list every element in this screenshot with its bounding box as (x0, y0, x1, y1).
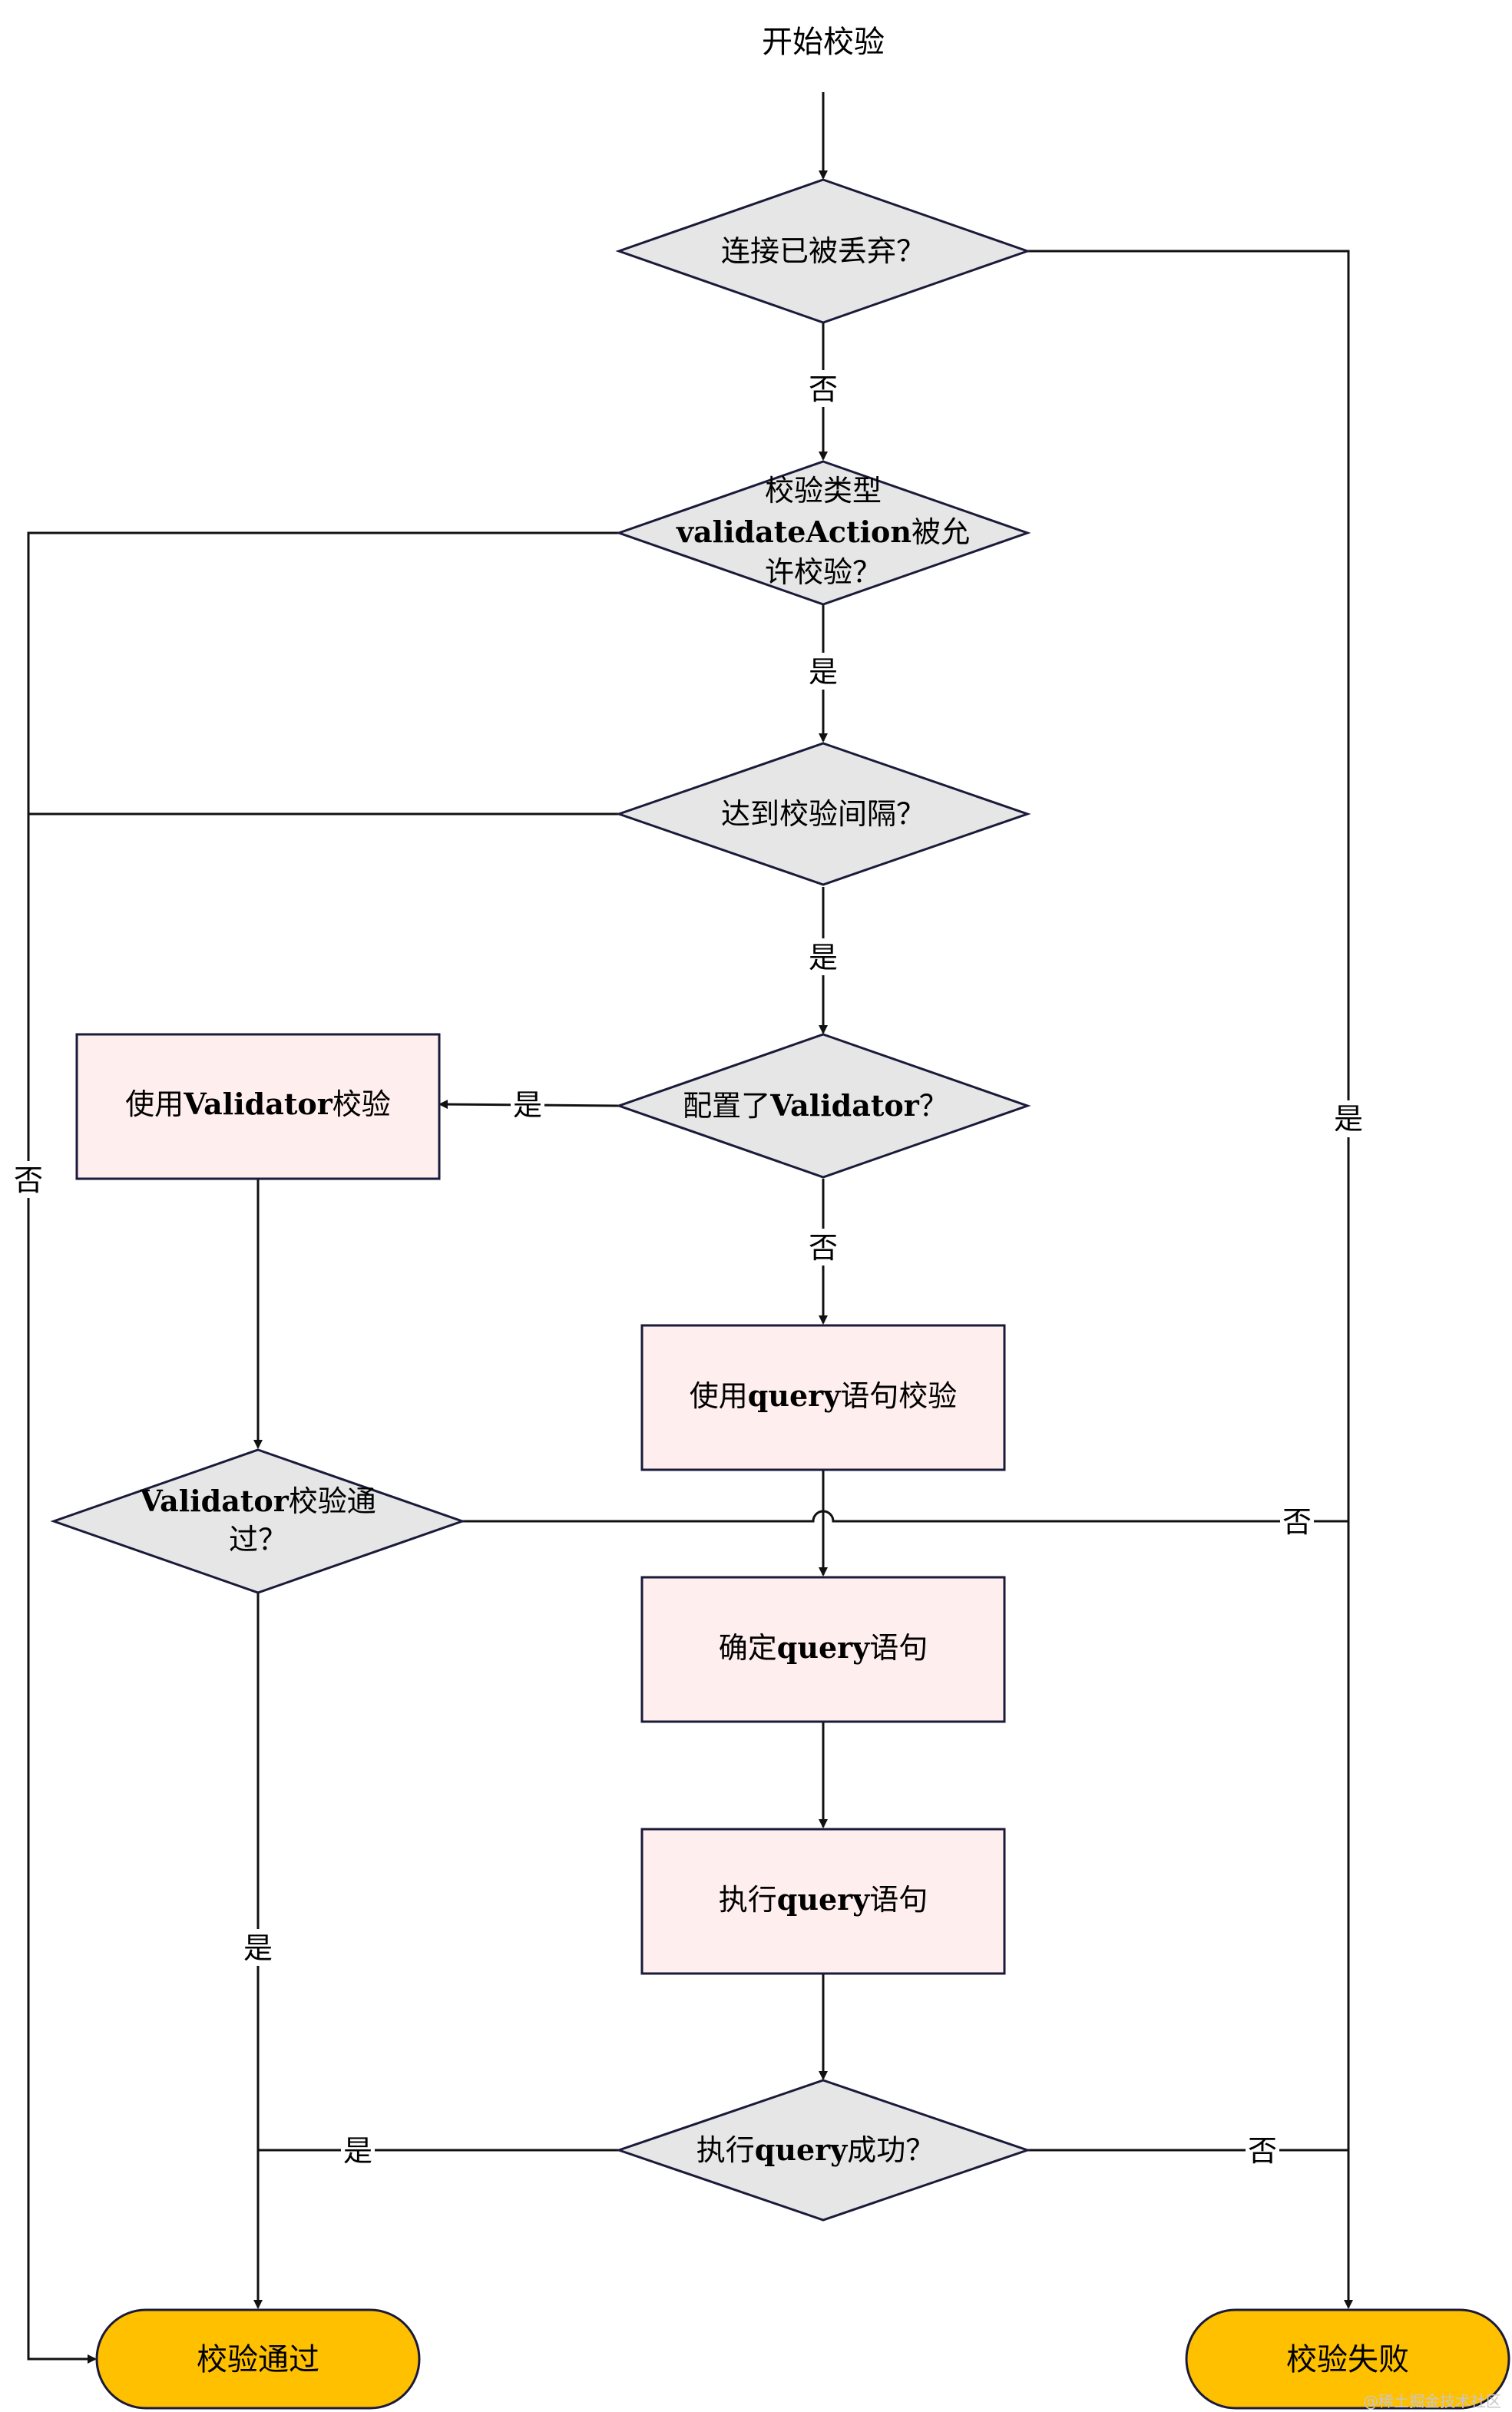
decision-validator-pass-line2: 过？ (229, 1523, 287, 1557)
process-use-query-text: 使用query语句校验 (690, 1378, 958, 1413)
use-validator-pre: 使用 (125, 1087, 184, 1121)
label-interval-yes: 是 (809, 941, 838, 974)
process-determine-query-text: 确定query语句 (719, 1630, 928, 1665)
label-hasvalidator-no: 否 (809, 1231, 838, 1265)
label-success-yes: 是 (343, 2134, 372, 2168)
validator-pass-keyword: Validator (139, 1484, 289, 1518)
edge-discarded-fail (1027, 250, 1353, 2309)
use-query-keyword: query (748, 1378, 841, 1413)
has-validator-post: ？ (919, 1089, 948, 1123)
edge-validatorpass-no (462, 1510, 1348, 1523)
decision-discarded: 连接已被丢弃？ (615, 178, 1031, 324)
decision-has-validator: 配置了Validator？ (615, 1033, 1031, 1179)
determine-query-post: 语句 (869, 1631, 928, 1665)
decision-query-success-text: 执行query成功？ (696, 2132, 935, 2167)
label-hasvalidator-yes: 是 (513, 1088, 542, 1122)
determine-query-keyword: query (777, 1630, 870, 1665)
process-use-query: 使用query语句校验 (640, 1324, 1006, 1471)
label-discarded-no: 否 (809, 372, 838, 406)
decision-has-validator-text: 配置了Validator？ (683, 1088, 948, 1123)
terminal-fail-text: 校验失败 (1286, 2342, 1409, 2377)
validate-action-rest: 被允 (912, 515, 970, 549)
determine-query-pre: 确定 (719, 1631, 777, 1665)
watermark: @稀土掘金技术社区 (1363, 2392, 1501, 2410)
process-execute-query-text: 执行query语句 (719, 1882, 928, 1917)
decision-validate-action-line3: 许校验？ (765, 555, 882, 589)
label-action-no: 否 (14, 1163, 43, 1197)
process-use-validator-text: 使用Validator校验 (125, 1087, 391, 1121)
decision-validator-pass: Validator校验通 过？ (50, 1448, 466, 1594)
execute-query-keyword: query (777, 1882, 870, 1917)
label-success-no: 否 (1248, 2134, 1277, 2168)
execute-query-post: 语句 (869, 1883, 928, 1917)
decision-validate-action: 校验类型 validateAction被允 许校验？ (615, 460, 1031, 606)
connectors (27, 92, 1353, 2364)
decision-validate-action-line1: 校验类型 (765, 474, 882, 508)
validator-pass-rest: 校验通 (289, 1484, 376, 1518)
decision-interval: 达到校验间隔？ (615, 742, 1031, 886)
validate-action-keyword: validateAction (676, 514, 912, 549)
decision-discarded-text: 连接已被丢弃？ (721, 234, 925, 268)
process-determine-query: 确定query语句 (640, 1576, 1006, 1723)
decision-validate-action-line2: validateAction被允 (676, 514, 970, 549)
label-validatorpass-yes: 是 (243, 1931, 273, 1965)
terminal-fail: 校验失败 (1185, 2308, 1510, 2410)
decision-interval-text: 达到校验间隔？ (721, 797, 925, 831)
decision-query-success: 执行query成功？ (615, 2079, 1031, 2222)
use-query-post: 语句校验 (840, 1379, 957, 1413)
execute-query-pre: 执行 (719, 1883, 777, 1917)
query-success-pre: 执行 (696, 2133, 755, 2167)
query-success-post: 成功？ (847, 2133, 935, 2167)
terminal-pass: 校验通过 (95, 2308, 421, 2410)
decision-validator-pass-line1: Validator校验通 (139, 1484, 376, 1518)
label-discarded-yes: 是 (1334, 1102, 1363, 1136)
terminal-pass-text: 校验通过 (197, 2342, 319, 2377)
edge-action-no (27, 531, 619, 2364)
use-query-pre: 使用 (690, 1379, 748, 1413)
process-execute-query: 执行query语句 (640, 1828, 1006, 1975)
edge-labels: 否 是 是 否 是 是 否 是 否 是 否 (12, 370, 1365, 2169)
has-validator-pre: 配置了 (683, 1089, 770, 1123)
label-validatorpass-no: 否 (1282, 1505, 1312, 1539)
label-action-yes: 是 (809, 655, 838, 689)
process-use-validator: 使用Validator校验 (75, 1033, 441, 1180)
use-validator-keyword: Validator (183, 1087, 333, 1121)
start-label: 开始校验 (762, 25, 885, 60)
use-validator-post: 校验 (333, 1087, 391, 1121)
has-validator-keyword: Validator (769, 1088, 920, 1123)
query-success-keyword: query (755, 2132, 848, 2167)
